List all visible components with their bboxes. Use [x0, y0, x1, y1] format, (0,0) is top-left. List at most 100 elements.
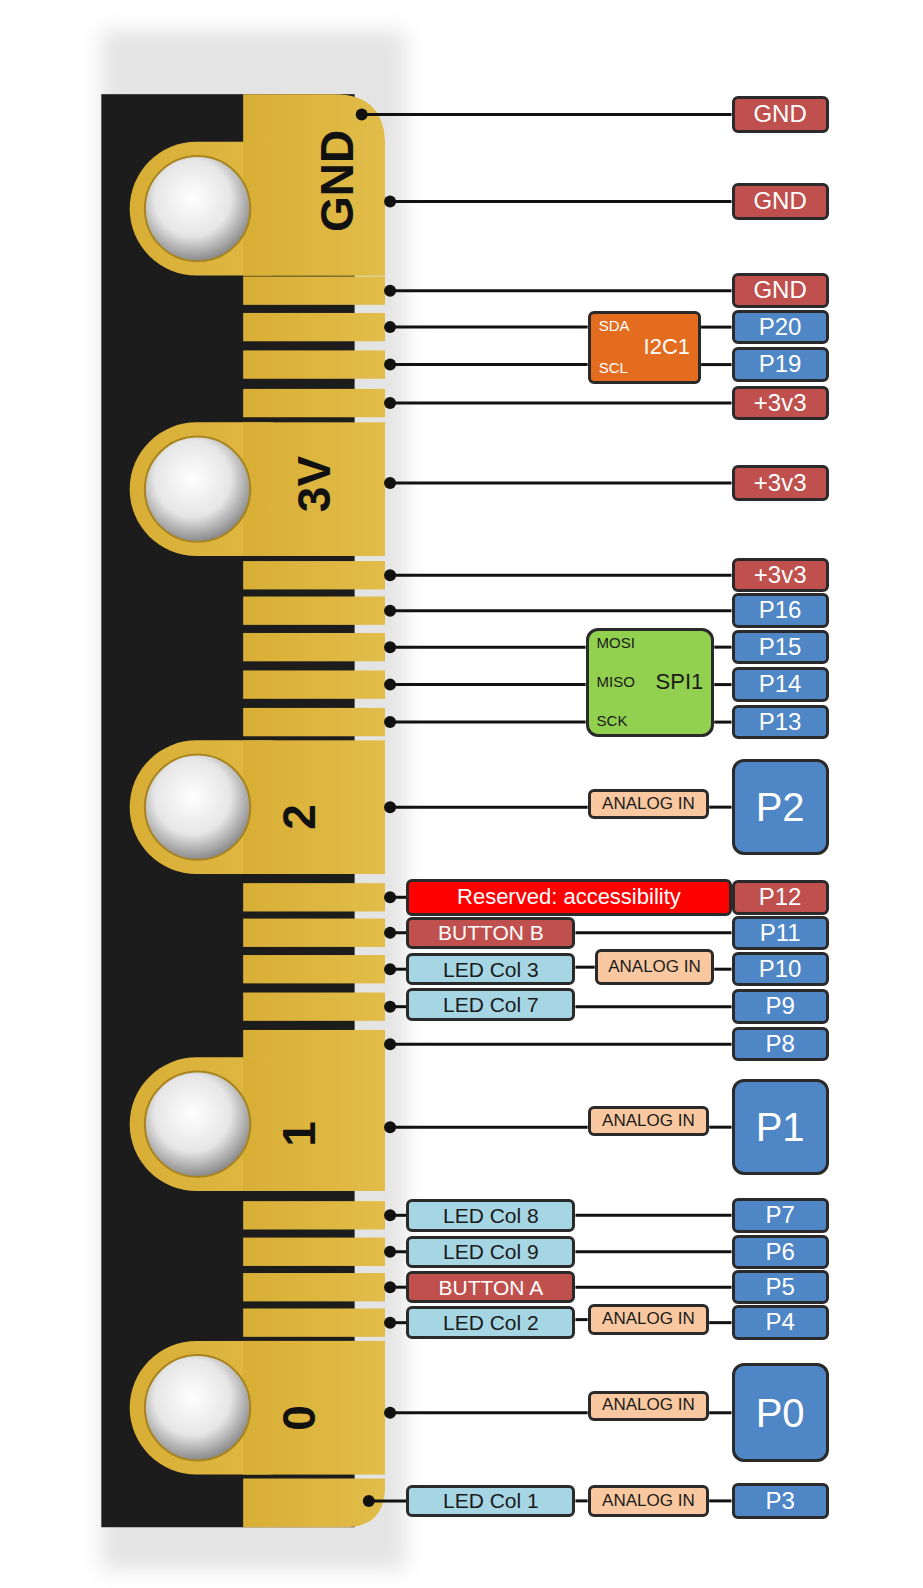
connector — [575, 1005, 731, 1008]
connector — [701, 326, 731, 329]
pin-label: P13 — [759, 709, 802, 735]
pin-dot — [384, 359, 396, 371]
leader-line — [390, 326, 588, 329]
connector — [575, 1286, 731, 1289]
pin-label: GND — [753, 188, 806, 214]
connector — [575, 1214, 731, 1217]
led-column-box: LED Col 8 — [406, 1199, 575, 1231]
connector — [714, 968, 731, 971]
pin-label: LED Col 3 — [443, 958, 539, 981]
pin-label: P9 — [765, 993, 794, 1019]
signal-name: MISO — [597, 674, 635, 691]
pin-box: P4 — [732, 1305, 829, 1339]
pin-label: P11 — [760, 920, 801, 946]
pin-label: P16 — [759, 597, 802, 623]
pin-label: ANALOG IN — [602, 1112, 695, 1131]
leader-line — [390, 646, 586, 649]
spi-bus-box: MOSIMISOSCKSPI1 — [586, 628, 715, 736]
pin-label: GND — [753, 277, 806, 303]
analog-in-box: ANALOG IN — [588, 1391, 710, 1421]
pin-dot — [384, 1281, 396, 1293]
signal-name: SCL — [599, 360, 630, 377]
signal-column: SDASCL — [599, 314, 630, 381]
i2c-bus-box: SDASCLI2C1 — [588, 311, 701, 384]
leader-line — [390, 1043, 731, 1046]
pin-dot — [384, 801, 396, 813]
leader-line — [390, 402, 731, 405]
gnd-pad-top — [243, 94, 385, 275]
pin-label: P0 — [756, 1391, 805, 1435]
pin-dot — [384, 716, 396, 728]
pin-label: P20 — [759, 314, 802, 340]
pad-label: GND — [314, 129, 360, 231]
pin-box: P14 — [732, 667, 829, 701]
pin-box: P8 — [732, 1027, 829, 1061]
pad-label: 0 — [276, 1405, 322, 1431]
pin-label: P10 — [759, 956, 802, 982]
large-pads — [130, 142, 385, 1475]
pin-dot — [363, 1495, 375, 1507]
leader-line — [390, 1411, 588, 1414]
pin-box: P20 — [732, 310, 829, 344]
led-column-box: LED Col 7 — [406, 988, 575, 1020]
pin-dot — [384, 285, 396, 297]
pin-dot — [384, 1407, 396, 1419]
pin-label: P15 — [759, 634, 802, 660]
connector — [709, 1321, 731, 1324]
pin-label: ANALOG IN — [608, 958, 701, 977]
pad-label: 2 — [276, 805, 322, 831]
signal-name: MOSI — [597, 635, 635, 652]
pad-label: 3V — [291, 456, 337, 512]
connector — [709, 1126, 731, 1129]
pin-label: +3v3 — [754, 390, 807, 416]
leader-line — [390, 721, 586, 724]
leader-line — [390, 574, 731, 577]
power-pin-box: +3v3 — [732, 386, 829, 420]
bus-name: SPI1 — [656, 670, 704, 694]
pin-label: P12 — [759, 884, 802, 910]
pin-dot — [384, 1246, 396, 1258]
pin-label: LED Col 7 — [443, 993, 539, 1016]
pin-label: LED Col 8 — [443, 1204, 539, 1227]
pin-dot — [384, 321, 396, 333]
connector — [714, 721, 731, 724]
pin-box: P7 — [732, 1198, 829, 1232]
connector — [709, 1411, 731, 1414]
pin-dot — [384, 963, 396, 975]
leader-line — [362, 113, 732, 116]
pin-label: ANALOG IN — [602, 1396, 695, 1415]
pin-box: P11 — [732, 916, 829, 950]
pin-dot — [384, 927, 396, 939]
pin-dot — [384, 1001, 396, 1013]
led-column-box: LED Col 1 — [406, 1485, 575, 1517]
pin-label: P14 — [759, 671, 802, 697]
leader-line — [390, 683, 586, 686]
power-pin-box: GND — [732, 183, 829, 219]
pin-dot — [384, 605, 396, 617]
pin-box: P15 — [732, 630, 829, 664]
analog-in-box: ANALOG IN — [595, 949, 715, 985]
pin-box: P13 — [732, 705, 829, 739]
pin-label: P3 — [765, 1488, 794, 1514]
pin-box: P19 — [732, 347, 829, 381]
led-column-box: LED Col 9 — [406, 1236, 575, 1268]
pin-label: P7 — [765, 1202, 794, 1228]
pin-box: P10 — [732, 952, 829, 986]
power-pin-box: P12 — [732, 880, 829, 914]
pin-label: ANALOG IN — [602, 795, 695, 814]
pad-label: 1 — [276, 1122, 322, 1148]
pin-label: LED Col 9 — [443, 1240, 539, 1263]
pin-box: P3 — [732, 1483, 829, 1519]
pin-dot — [384, 641, 396, 653]
pin-label: ANALOG IN — [602, 1492, 695, 1511]
leader-line — [390, 200, 731, 203]
leader-line — [390, 363, 588, 366]
pin-box: P16 — [732, 593, 829, 627]
pin-dot — [384, 1038, 396, 1050]
pin-box: P1 — [732, 1079, 829, 1175]
pin-dot — [384, 1209, 396, 1221]
connector — [701, 363, 731, 366]
leader-line — [390, 1126, 588, 1129]
analog-in-box: ANALOG IN — [588, 789, 710, 819]
led-column-box: LED Col 3 — [406, 953, 575, 985]
